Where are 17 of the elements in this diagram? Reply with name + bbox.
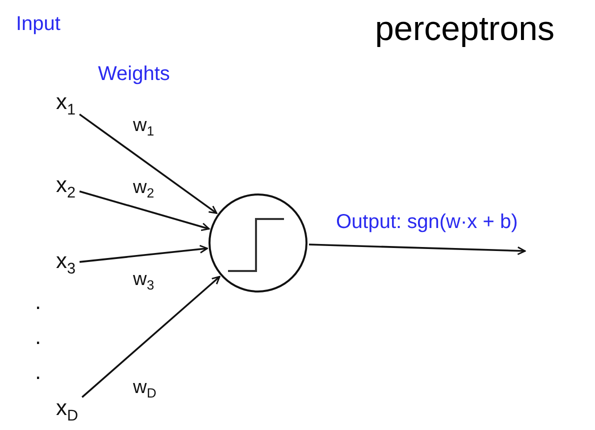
ellipsis-dot: .	[34, 325, 42, 349]
ellipsis-dot: .	[34, 360, 42, 384]
arrow	[82, 276, 220, 398]
title: perceptrons	[375, 12, 555, 46]
arrow	[308, 244, 526, 256]
arrow	[79, 114, 218, 214]
axis-caption: Input	[16, 14, 60, 34]
output-label: Output: sgn(w·x + b)	[336, 212, 518, 232]
axis-caption: Weights	[98, 64, 170, 84]
arrow	[79, 190, 210, 231]
arrow	[79, 244, 208, 263]
input-variable: x$_{2}$	[55, 173, 77, 202]
input-variable: x$_{1}$	[55, 90, 77, 119]
neuron-circle	[208, 193, 308, 293]
ellipsis-dot: .	[34, 290, 42, 314]
input-variable: x$_{3}$	[55, 249, 77, 278]
input-variable: x$_{D}$	[55, 396, 80, 425]
